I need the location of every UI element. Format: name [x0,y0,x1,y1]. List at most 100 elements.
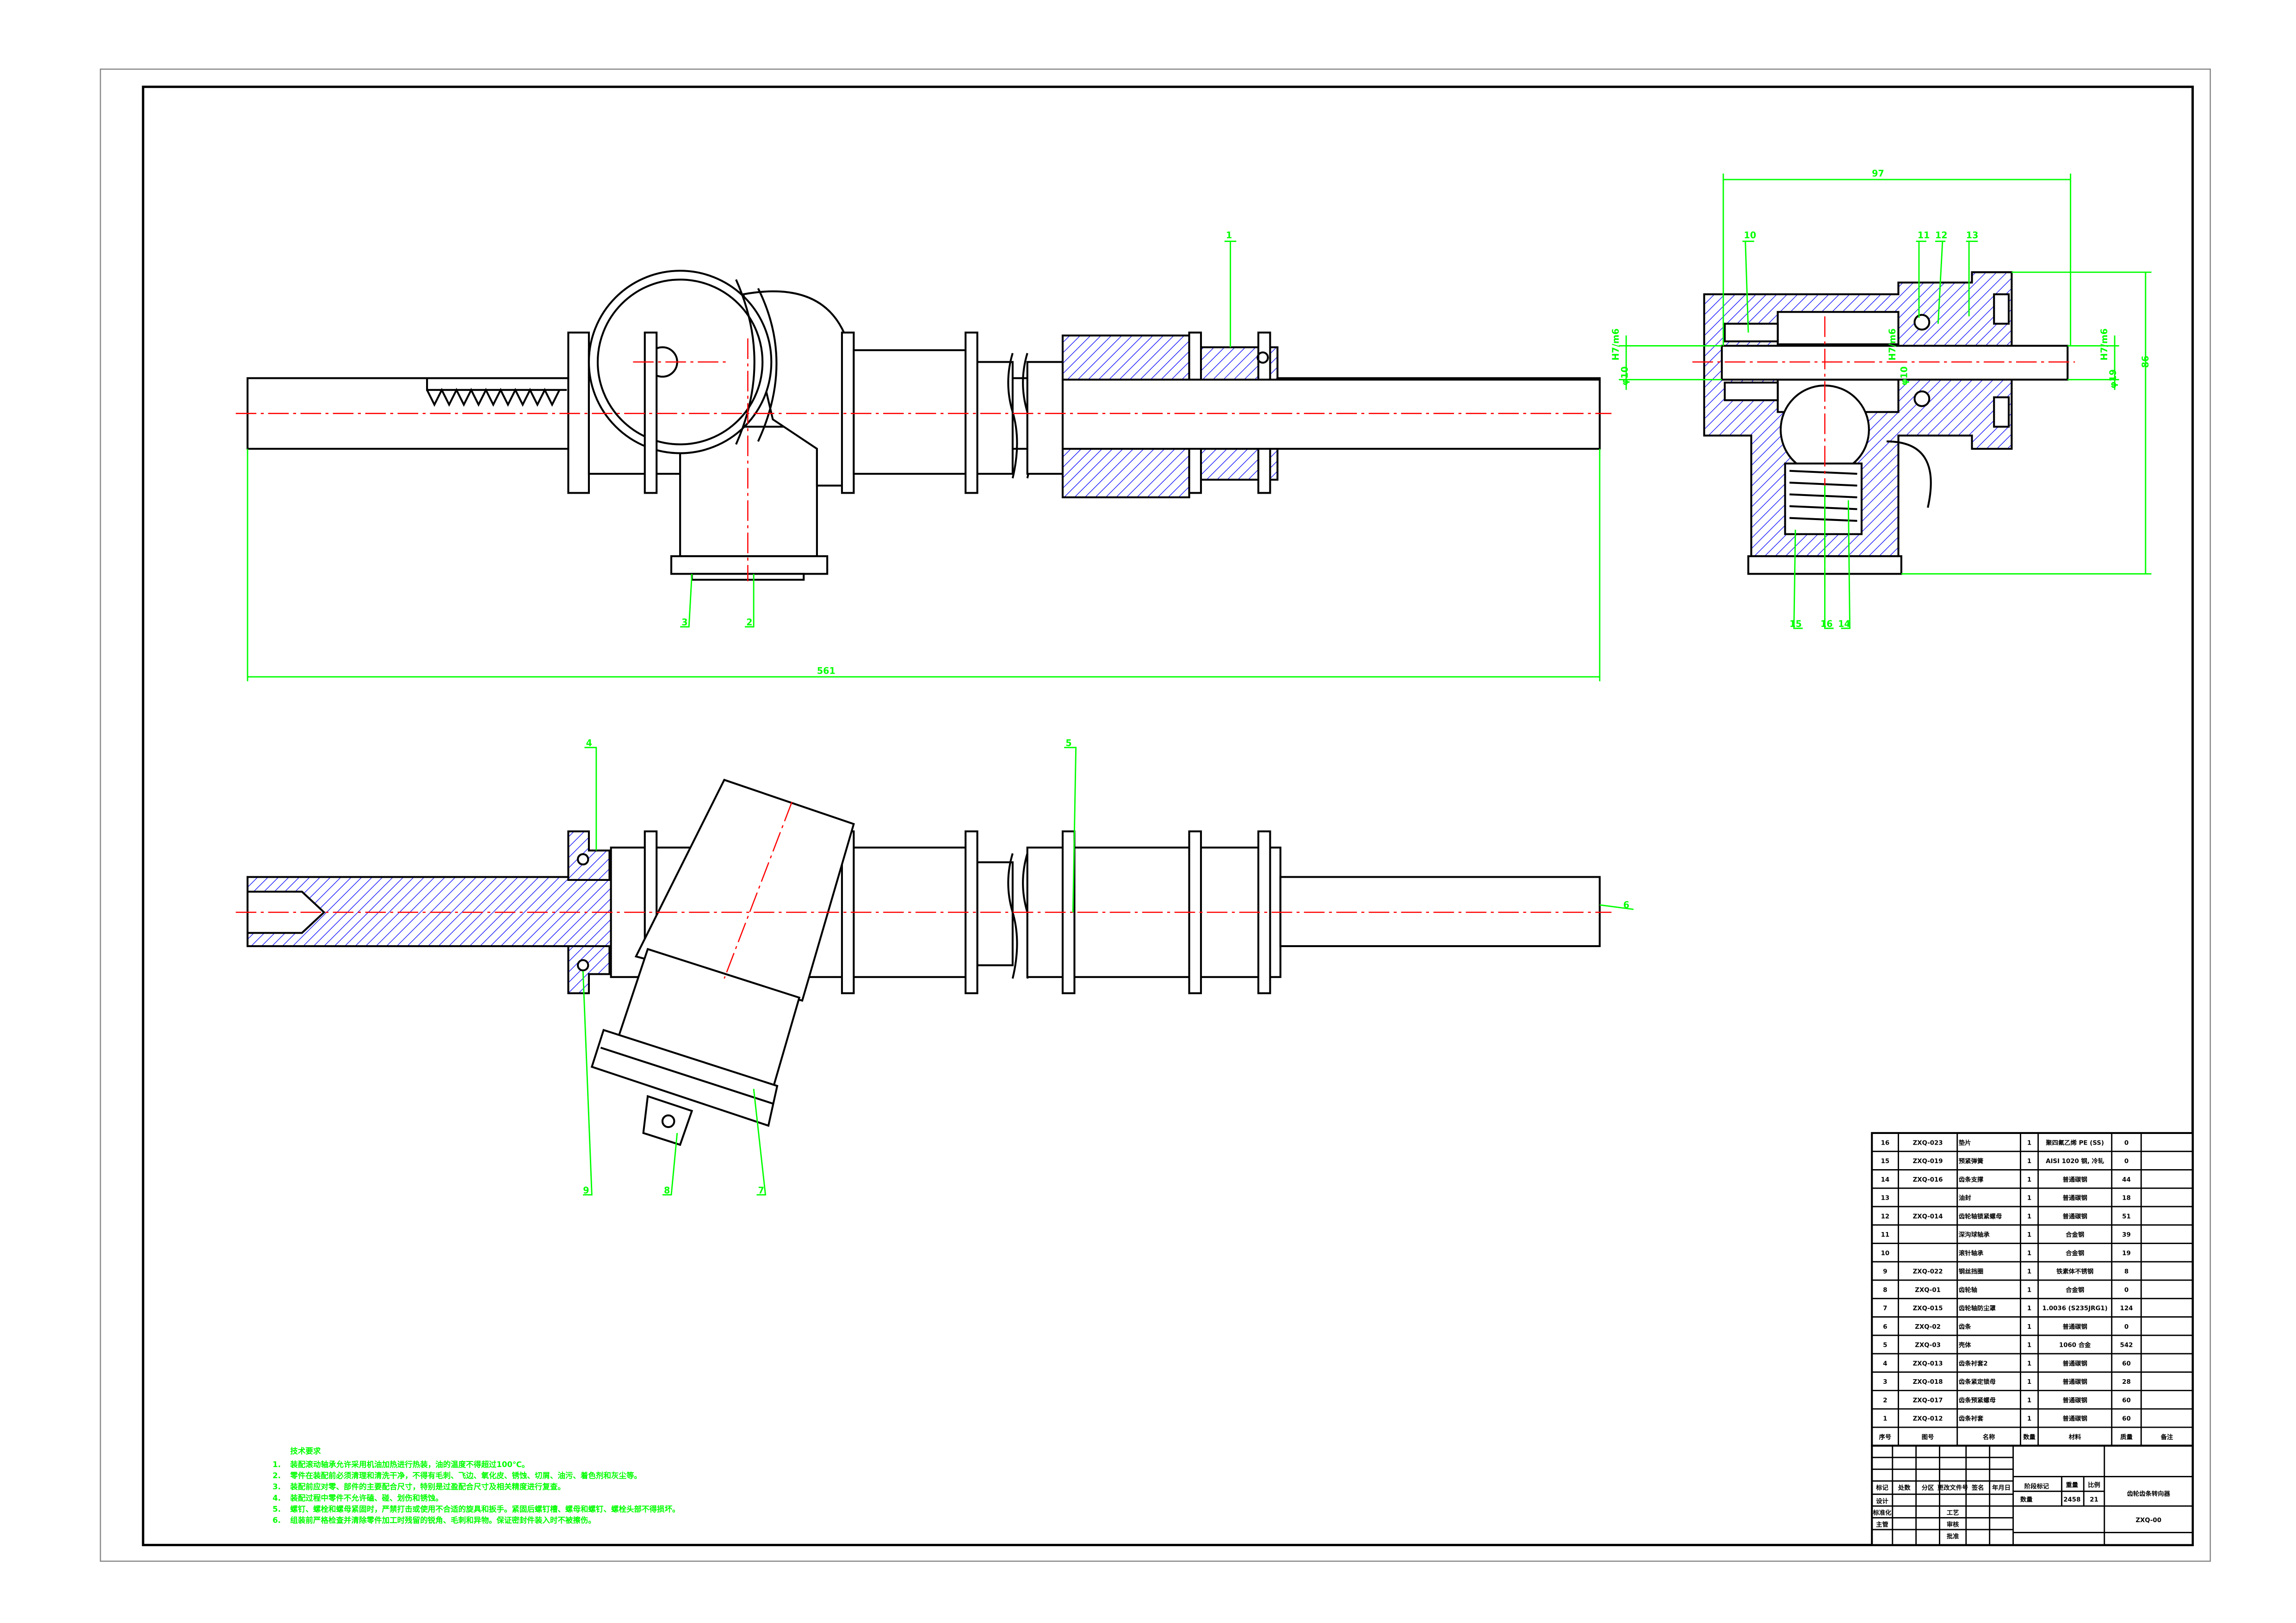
bom-header-cell: 备注 [2160,1433,2173,1441]
bom-cell: ZXQ-014 [1913,1213,1943,1220]
rack-teeth [426,388,561,407]
dim-side-height: 86 [2141,356,2151,368]
tech-item-number: 4. [272,1493,281,1502]
bom-cell: 垫片 [1959,1139,1971,1146]
tech-item-text: 螺钉、螺栓和螺母紧固时，严禁打击或使用不合适的旋具和扳手。紧固后螺钉槽、螺母和螺… [290,1505,680,1514]
bom-cell: 1 [2027,1287,2031,1294]
bom-cell: 0 [2124,1158,2129,1165]
bom-cell: 1 [2027,1158,2031,1165]
bom-cell: 合金钢 [2066,1249,2084,1257]
drawing-frame [142,86,2194,1546]
tb-role: 设计 [1876,1497,1888,1505]
bom-frame [1871,1132,2194,1447]
bom-cell: 普通碳钢 [2062,1359,2087,1367]
bom-header-cell: 数量 [2023,1433,2036,1441]
spring-icon [1789,470,1857,522]
bom-cell: 1 [2027,1140,2031,1146]
bom-cell: ZXQ-019 [1913,1158,1943,1165]
bom-cell: 13 [1881,1195,1890,1202]
bom-cell: 51 [2122,1213,2131,1220]
bom-cell: 28 [2122,1379,2131,1386]
bom-cell: 聚四氟乙烯 PE (SS) [2045,1139,2104,1146]
balloon-9: 9 [583,1185,589,1196]
bom-cell: 60 [2122,1360,2131,1367]
drawing-title: 齿轮齿条转向器 [2127,1490,2170,1498]
tech-item-number: 3. [272,1482,281,1491]
tb-role: 标准化 [1873,1509,1892,1517]
bom-cell: 60 [2122,1416,2131,1423]
front-view: 561 1 3 2 [235,230,1612,681]
bom-cell: 合金钢 [2066,1286,2084,1294]
bom-cell: 深沟球轴承 [1959,1231,1990,1239]
bom-cell: 普通碳钢 [2062,1323,2087,1331]
tech-item-number: 2. [272,1471,281,1480]
tech-item-text: 装配前应对零、部件的主要配合尺寸，特别是过盈配合尺寸及相关精度进行复查。 [290,1482,565,1491]
bom-cell: ZXQ-017 [1913,1397,1943,1404]
tb-scale-label: 比例 [2088,1481,2100,1489]
balloon-13: 13 [1966,230,1979,241]
bom-cell: 1 [2027,1305,2031,1312]
bom-cell: 1 [2027,1416,2031,1423]
bom-cell: 124 [2120,1305,2133,1312]
tb-rev-header: 年月日 [1992,1484,2011,1492]
technical-requirements: 技术要求 1.装配滚动轴承允许采用机油加热进行热装，油的温度不得超过100℃。2… [272,1446,680,1524]
bom-cell: 1060 合金 [2059,1341,2091,1349]
bom-cell: ZXQ-03 [1915,1342,1941,1349]
bom-cell: 齿轮轴 [1959,1286,1977,1294]
bom-cell: 普通碳钢 [2062,1378,2087,1386]
bom-cell: 铁素体不锈钢 [2056,1268,2093,1276]
bom-cell: 12 [1881,1213,1890,1220]
balloon-5: 5 [1065,738,1071,748]
dia-right: φ19 [2108,369,2118,388]
tb-stage-label: 阶段标记 [2024,1482,2049,1490]
bom-cell: 3 [1883,1379,1887,1386]
bom-cell: 1 [2027,1342,2031,1349]
tech-item-text: 组装前严格检查并清除零件加工时残留的锐角、毛刺和异物。保证密封件装入时不被擦伤。 [290,1516,596,1525]
bom-cell: ZXQ-02 [1915,1324,1941,1331]
bom-cell: 1 [2027,1269,2031,1276]
dia-mid: φ10 [1900,366,1910,385]
pinion-housing-tilted [634,779,855,1002]
balloon-10: 10 [1744,230,1757,241]
dia-left: φ10 [1620,366,1630,385]
bom-cell: 1 [2027,1397,2031,1404]
tb-scale-value: 21 [2090,1497,2098,1504]
bom-cell: 4 [1883,1360,1887,1367]
bom-cell: 5 [1883,1342,1887,1349]
bom-cell: 钢丝挡圈 [1959,1268,1983,1276]
bom-cell: ZXQ-015 [1913,1305,1943,1312]
bom-cell: 1 [2027,1379,2031,1386]
bom-cell: ZXQ-018 [1913,1379,1943,1386]
sheet-border [99,68,2211,1562]
bom-cell: 合金钢 [2066,1231,2084,1239]
bom-cell: ZXQ-013 [1913,1360,1943,1367]
bom-header-cell: 质量 [2120,1433,2133,1441]
bom-cell: 齿条紧定锁母 [1959,1378,1996,1386]
tb-rev-header: 更改文件号 [1937,1484,1968,1492]
bom-cell: 18 [2122,1195,2131,1202]
bom-cell: 542 [2120,1342,2133,1349]
fit-mid: H7/m6 [1888,328,1898,360]
fit-right: H7/m6 [2099,328,2110,360]
bom-cell: ZXQ-01 [1915,1287,1941,1294]
balloon-3: 3 [681,618,687,628]
bom-cell: 齿轮轴防尘罩 [1959,1304,1996,1312]
tb-weight-value: 2458 [2063,1497,2080,1504]
tb-rev-header: 分区 [1922,1484,1934,1492]
bom-cell: 1 [1883,1416,1887,1423]
bom-cell: 2 [1883,1397,1887,1404]
bom-header-cell: 图号 [1922,1433,1934,1441]
bom-cell: 1 [2027,1324,2031,1331]
balloon-12: 12 [1935,230,1948,241]
bom-cell: 8 [1883,1287,1887,1294]
tech-item-number: 6. [272,1516,281,1525]
bom-cell: 1 [2027,1232,2031,1239]
